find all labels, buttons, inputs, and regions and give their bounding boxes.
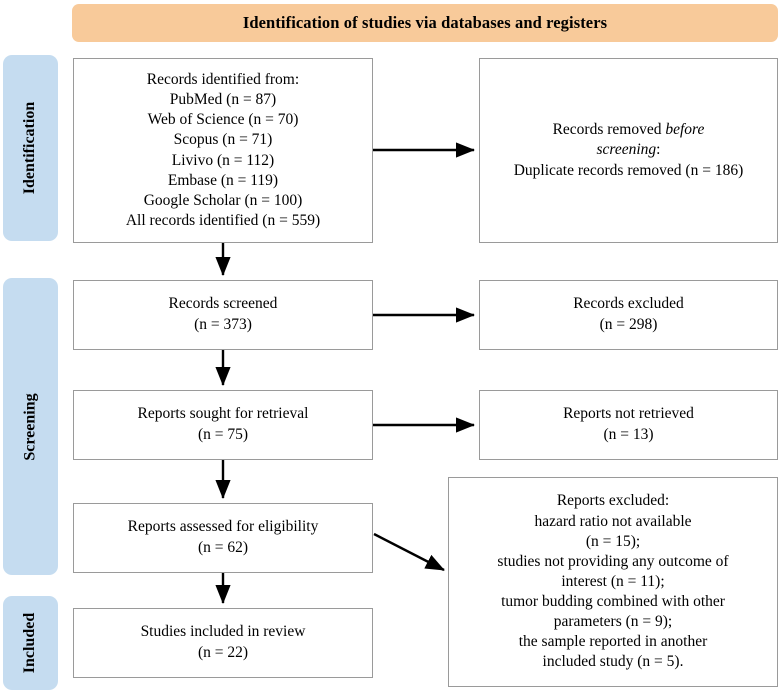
box-reports-not-retrieved-text: Reports not retrieved (n = 13)	[563, 405, 694, 443]
box-studies-included-text: Studies included in review (n = 22)	[140, 623, 306, 661]
banner-title: Identification of studies via databases …	[242, 12, 608, 32]
stage-label-screening-text: Screening	[21, 392, 39, 461]
stage-label-identification-text: Identification	[21, 101, 39, 195]
stage-label-included-text: Included	[21, 612, 39, 674]
box-reports-not-retrieved: Reports not retrieved (n = 13)	[479, 390, 778, 460]
box-records-screened: Records screened (n = 373)	[73, 280, 373, 350]
records-removed-italic-before: before	[665, 120, 705, 138]
box-reports-sought-for-retrieval: Reports sought for retrieval (n = 75)	[73, 390, 373, 460]
box-records-identified-text: Records identified from: PubMed (n = 87)…	[125, 70, 321, 229]
box-reports-assessed-for-eligibility: Reports assessed for eligibility (n = 62…	[73, 503, 373, 573]
box-records-excluded: Records excluded (n = 298)	[479, 280, 778, 350]
records-removed-lead: Records removed	[552, 120, 666, 138]
stage-label-screening: Screening	[3, 278, 58, 575]
stage-label-identification: Identification	[3, 55, 58, 241]
stage-label-included: Included	[3, 596, 58, 690]
box-records-removed-before-screening: Records removed before screening: Duplicat…	[479, 58, 778, 243]
arrow-assessed-to-reports-excluded	[373, 532, 445, 572]
records-removed-colon: :	[656, 141, 661, 159]
box-records-identified: Records identified from: PubMed (n = 87)…	[73, 58, 373, 243]
records-removed-duplicates: Duplicate records removed (n = 186)	[513, 161, 744, 179]
box-studies-included-in-review: Studies included in review (n = 22)	[73, 608, 373, 678]
box-records-removed-text: Records removed before screening: Duplicat…	[514, 120, 744, 182]
box-reports-excluded-text: Reports excluded: hazard ratio not avail…	[497, 492, 729, 671]
records-removed-italic-screening: screening	[596, 141, 657, 159]
identification-banner: Identification of studies via databases …	[72, 4, 778, 42]
box-reports-excluded: Reports excluded: hazard ratio not avail…	[448, 477, 778, 687]
box-reports-assessed-text: Reports assessed for eligibility (n = 62…	[127, 518, 319, 556]
box-records-excluded-text: Records excluded (n = 298)	[573, 295, 684, 333]
box-records-screened-text: Records screened (n = 373)	[168, 295, 278, 333]
box-reports-sought-text: Reports sought for retrieval (n = 75)	[137, 405, 309, 443]
